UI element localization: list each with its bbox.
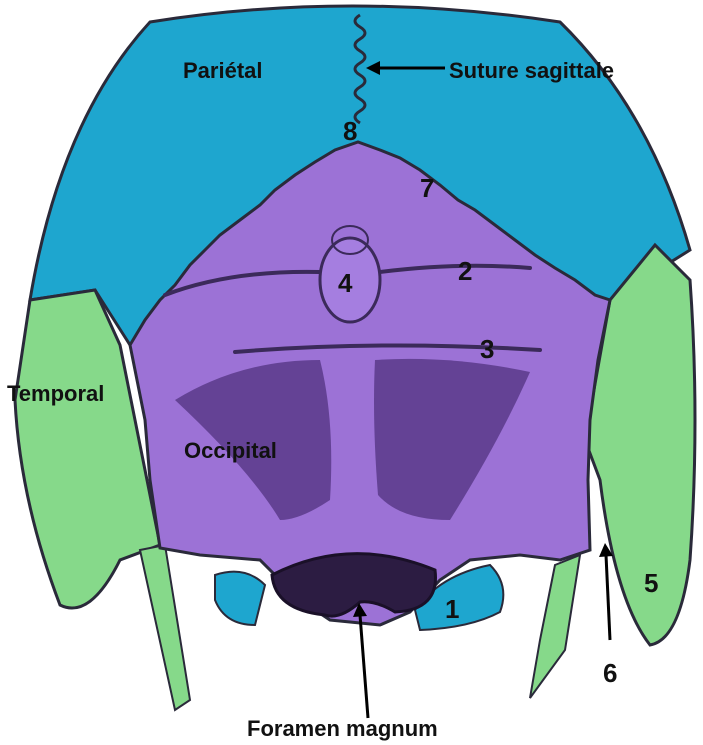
temporal-process-right xyxy=(530,555,580,698)
label-temporal: Temporal xyxy=(7,383,104,405)
label-occipital: Occipital xyxy=(184,440,277,462)
label-number-6: 6 xyxy=(603,660,617,686)
foramen-magnum xyxy=(272,554,436,616)
foramen-pointer-line xyxy=(360,615,368,718)
label-suture-sagittale: Suture sagittale xyxy=(449,60,614,82)
label-6-pointer-line xyxy=(606,555,610,640)
condyle-left xyxy=(215,572,265,625)
label-foramen-magnum: Foramen magnum xyxy=(247,718,438,740)
label-number-1: 1 xyxy=(445,596,459,622)
label-parietal: Pariétal xyxy=(183,60,263,82)
label-number-3: 3 xyxy=(480,336,494,362)
label-number-4: 4 xyxy=(338,270,352,296)
temporal-process-left xyxy=(140,545,190,710)
label-number-7: 7 xyxy=(420,175,434,201)
label-number-2: 2 xyxy=(458,258,472,284)
label-number-8: 8 xyxy=(343,118,357,144)
label-number-5: 5 xyxy=(644,570,658,596)
